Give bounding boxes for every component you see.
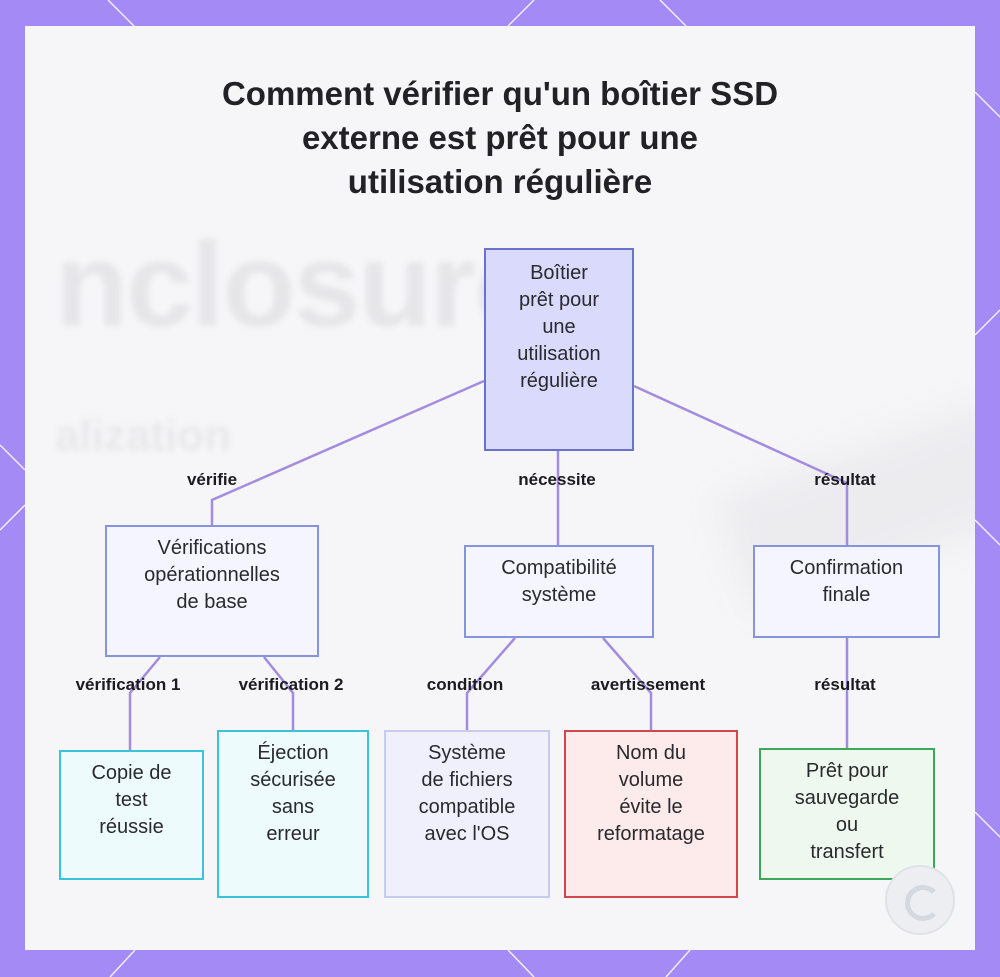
node-ejection-line: Éjection	[257, 742, 329, 764]
node-root-line: prêt pour	[518, 289, 600, 311]
node-compatibilite-line: Compatibilité	[501, 557, 617, 579]
edge-label-resultat-bottom: résultat	[814, 675, 876, 694]
edge-label-resultat-top: résultat	[814, 470, 876, 489]
edge-label-verification-1: vérification 1	[75, 675, 181, 694]
node-verifications-base: Vérifications opérationnelles de base	[105, 525, 319, 657]
node-systeme-fichiers: Système de fichiers compatible avec l'OS	[384, 730, 550, 898]
node-ejection-securisee: Éjection sécurisée sans erreur	[217, 730, 369, 898]
node-root-line: régulière	[520, 370, 598, 392]
title-line-2: externe est prêt pour une	[301, 119, 699, 156]
edge-label-avertissement: avertissement	[590, 675, 706, 694]
node-nom-volume: Nom du volume évite le reformatage	[564, 730, 738, 898]
node-confirmation-line: Confirmation	[789, 557, 904, 579]
edge-compat-to-volume	[602, 637, 653, 730]
node-verifications-base-line: de base	[176, 591, 248, 613]
node-ejection-line: erreur	[266, 823, 320, 845]
edge-root-to-verif-base	[210, 379, 485, 525]
node-compatibilite-systeme: Compatibilité système	[464, 545, 654, 638]
edge-label-necessite: nécessite	[518, 470, 596, 489]
node-volume-line: Nom du	[615, 742, 687, 764]
background-watermark-text: nclosure	[55, 218, 541, 352]
node-volume-line: volume	[618, 769, 684, 791]
edge-verif-base-to-copie	[128, 656, 161, 750]
node-ejection-line: sans	[271, 796, 315, 818]
node-confirmation-finale: Confirmation finale	[753, 545, 940, 638]
edge-label-verification-2: vérification 2	[238, 675, 344, 694]
background-watermark-subtext: alization	[55, 411, 232, 460]
node-copie-line: réussie	[99, 816, 164, 838]
node-pret-line: Prêt pour	[805, 760, 889, 782]
node-ejection-line: sécurisée	[250, 769, 336, 791]
title-line-1: Comment vérifier qu'un boîtier SSD	[221, 75, 779, 112]
page-title: Comment vérifier qu'un boîtier SSD exter…	[0, 72, 1000, 204]
node-volume-line: reformatage	[597, 823, 705, 845]
node-pret-line: sauvegarde	[794, 787, 900, 809]
brand-logo-icon	[885, 865, 955, 935]
node-fichiers-line: de fichiers	[421, 769, 513, 791]
node-root-line: Boîtier	[530, 262, 588, 284]
node-root-line: une	[542, 316, 576, 338]
edge-verif-base-to-ejection	[263, 656, 295, 730]
node-confirmation-line: finale	[822, 584, 871, 606]
node-root: Boîtier prêt pour une utilisation réguli…	[484, 248, 634, 451]
edge-root-to-confirm	[633, 384, 849, 545]
node-pret-line: transfert	[810, 841, 884, 863]
node-pret-line: ou	[835, 814, 859, 836]
node-copie-test: Copie de test réussie	[59, 750, 204, 880]
node-fichiers-line: Système	[428, 742, 506, 764]
node-fichiers-line: compatible	[418, 796, 516, 818]
node-volume-line: évite le	[619, 796, 683, 818]
edge-label-verifie: vérifie	[186, 470, 238, 489]
node-compatibilite-line: système	[521, 584, 597, 606]
edge-label-condition: condition	[426, 675, 504, 694]
node-root-line: utilisation	[517, 343, 601, 365]
node-verifications-base-line: opérationnelles	[144, 564, 280, 586]
title-line-3: utilisation régulière	[347, 163, 653, 200]
node-verifications-base-line: Vérifications	[157, 537, 267, 559]
edge-compat-to-fichiers	[465, 637, 516, 730]
node-fichiers-line: avec l'OS	[424, 823, 510, 845]
node-pret-sauvegarde: Prêt pour sauvegarde ou transfert	[759, 748, 935, 880]
node-copie-line: Copie de	[91, 762, 172, 784]
node-copie-line: test	[115, 789, 148, 811]
